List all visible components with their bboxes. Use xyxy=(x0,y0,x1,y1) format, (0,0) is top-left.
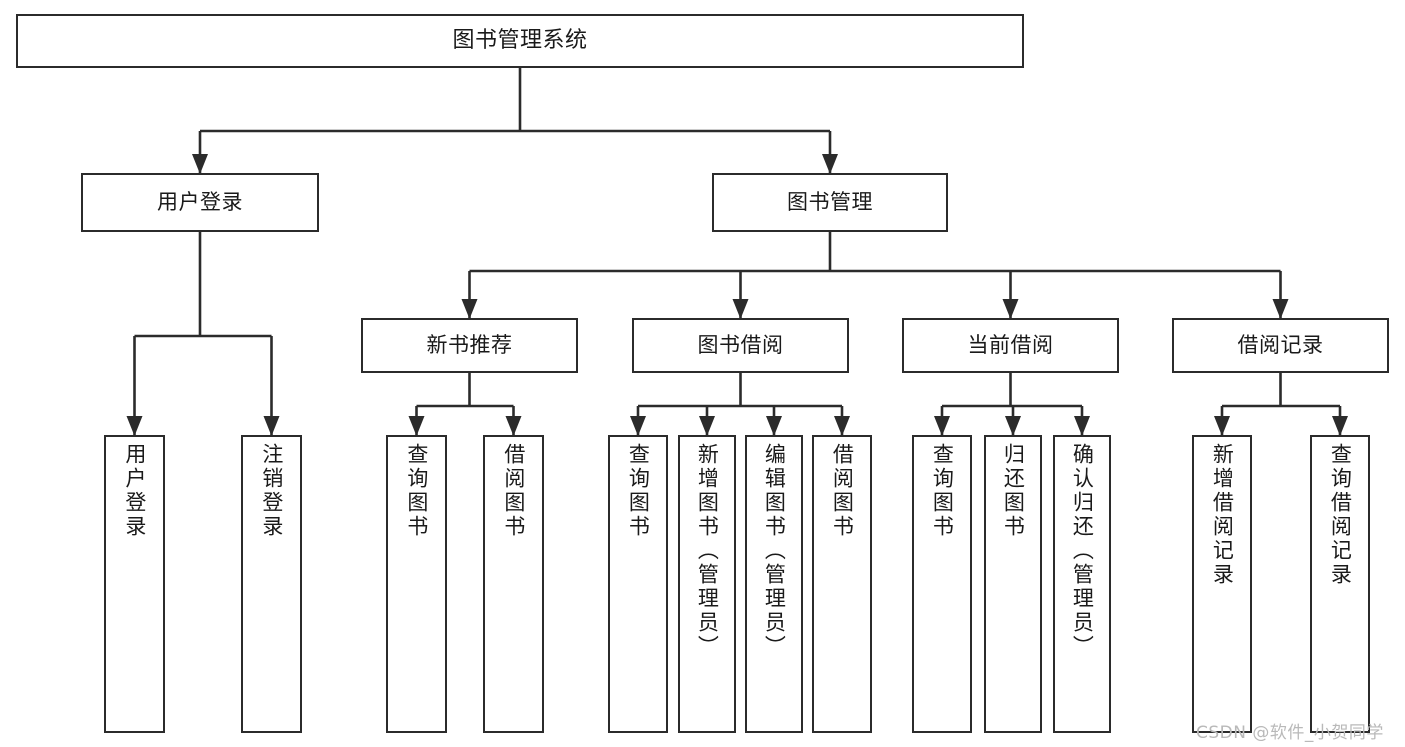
arrowhead-icon xyxy=(1214,416,1230,436)
node-label: 新书推荐 xyxy=(426,333,513,358)
node-leaf-query-book-1[interactable]: 查询图书 xyxy=(386,435,447,733)
node-label: 确认归还（管理员） xyxy=(1070,443,1095,659)
node-label: 新增借阅记录 xyxy=(1210,443,1235,587)
node-label: 用户登录 xyxy=(122,443,147,539)
node-leaf-borrow-book-2[interactable]: 借阅图书 xyxy=(812,435,872,733)
node-label: 借阅图书 xyxy=(830,443,855,539)
arrowhead-icon xyxy=(263,416,280,436)
arrowhead-icon xyxy=(732,299,749,319)
node-label: 查询图书 xyxy=(930,443,955,539)
node-leaf-query-record[interactable]: 查询借阅记录 xyxy=(1310,435,1370,733)
node-leaf-edit-book[interactable]: 编辑图书（管理员） xyxy=(745,435,803,733)
arrowhead-icon xyxy=(126,416,143,436)
node-leaf-logout[interactable]: 注销登录 xyxy=(241,435,302,733)
node-new-book-rec[interactable]: 新书推荐 xyxy=(361,318,578,373)
node-leaf-confirm-return[interactable]: 确认归还（管理员） xyxy=(1053,435,1111,733)
node-current-borrow[interactable]: 当前借阅 xyxy=(902,318,1119,373)
node-label: 借阅记录 xyxy=(1237,333,1324,358)
node-label: 图书管理系统 xyxy=(452,28,588,54)
arrowhead-icon xyxy=(1074,416,1090,436)
node-book-manage[interactable]: 图书管理 xyxy=(712,173,948,232)
node-leaf-user-login[interactable]: 用户登录 xyxy=(104,435,165,733)
node-leaf-add-book[interactable]: 新增图书（管理员） xyxy=(678,435,736,733)
node-label: 用户登录 xyxy=(157,190,243,215)
node-leaf-query-book-3[interactable]: 查询图书 xyxy=(912,435,972,733)
arrowhead-icon xyxy=(934,416,950,436)
node-borrow-record[interactable]: 借阅记录 xyxy=(1172,318,1389,373)
node-label: 借阅图书 xyxy=(501,443,526,539)
arrowhead-icon xyxy=(1005,416,1021,436)
watermark-text: CSDN @软件_小贺同学 xyxy=(1196,723,1384,743)
arrowhead-icon xyxy=(822,154,838,174)
arrowhead-icon xyxy=(630,416,646,436)
node-leaf-add-record[interactable]: 新增借阅记录 xyxy=(1192,435,1252,733)
arrowhead-icon xyxy=(1272,299,1289,319)
node-leaf-query-book-2[interactable]: 查询图书 xyxy=(608,435,668,733)
node-label: 当前借阅 xyxy=(967,333,1054,358)
node-label: 新增图书（管理员） xyxy=(695,443,720,659)
node-label: 编辑图书（管理员） xyxy=(762,443,787,659)
arrowhead-icon xyxy=(1002,299,1019,319)
arrowhead-icon xyxy=(1332,416,1348,436)
node-root[interactable]: 图书管理系统 xyxy=(16,14,1024,68)
arrowhead-icon xyxy=(766,416,782,436)
node-label: 图书借阅 xyxy=(697,333,784,358)
node-label: 查询图书 xyxy=(626,443,651,539)
arrowhead-icon xyxy=(505,416,522,436)
arrowhead-icon xyxy=(834,416,850,436)
node-label: 归还图书 xyxy=(1001,443,1026,539)
arrowhead-icon xyxy=(408,416,425,436)
node-leaf-borrow-book-1[interactable]: 借阅图书 xyxy=(483,435,544,733)
arrowhead-icon xyxy=(192,154,208,174)
node-label: 图书管理 xyxy=(787,190,873,215)
node-user-login[interactable]: 用户登录 xyxy=(81,173,319,232)
arrowhead-icon xyxy=(699,416,715,436)
node-label: 查询借阅记录 xyxy=(1328,443,1353,587)
node-label: 注销登录 xyxy=(259,443,284,539)
node-book-borrow[interactable]: 图书借阅 xyxy=(632,318,849,373)
node-leaf-return-book[interactable]: 归还图书 xyxy=(984,435,1042,733)
arrowhead-icon xyxy=(461,299,478,319)
node-label: 查询图书 xyxy=(404,443,429,539)
